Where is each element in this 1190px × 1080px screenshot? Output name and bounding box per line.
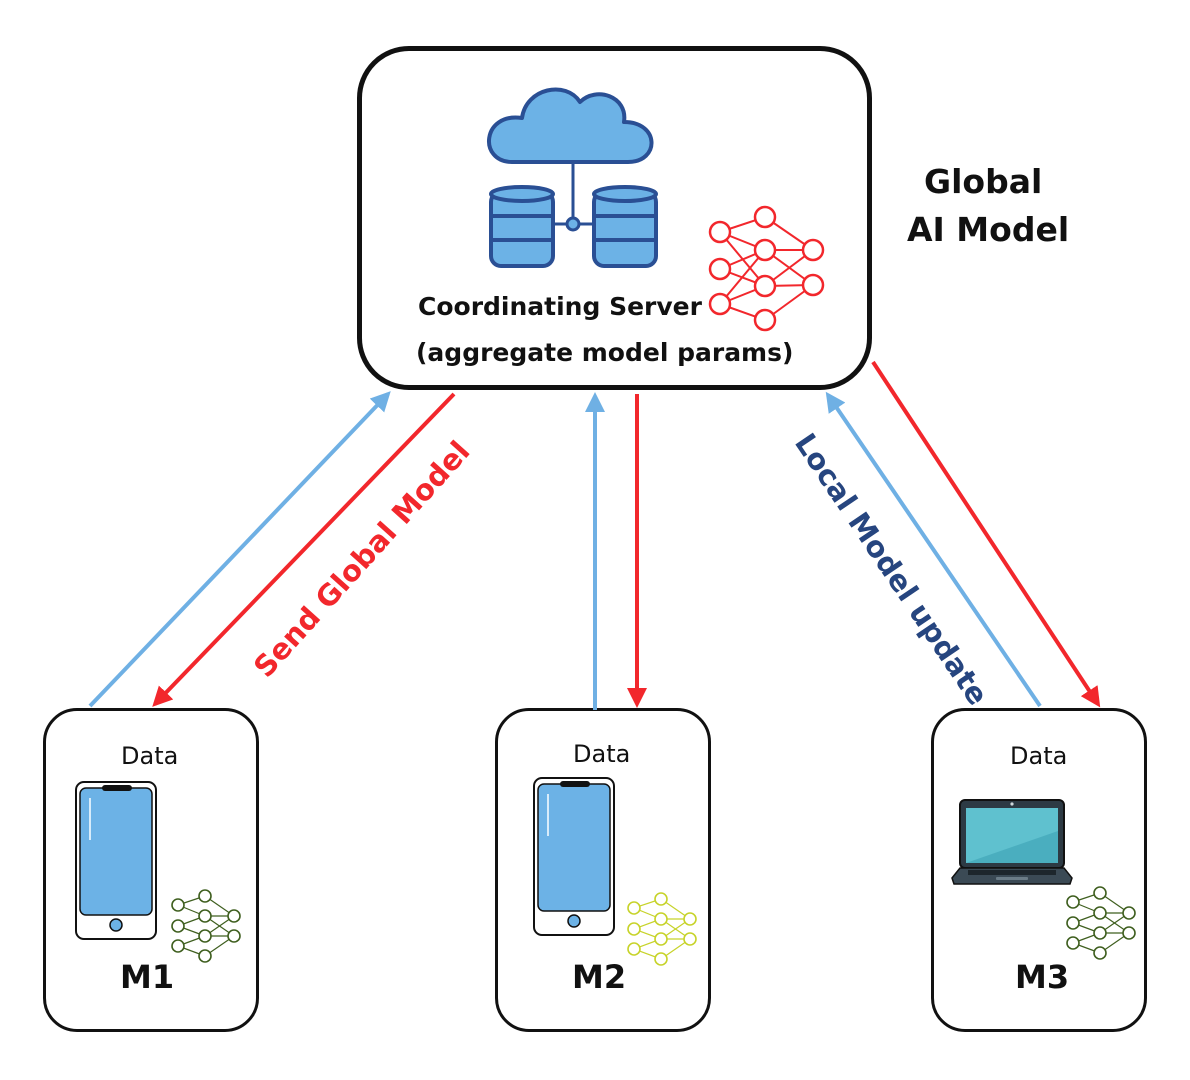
neural-network-icon bbox=[171, 889, 241, 963]
neural-network-icon bbox=[708, 205, 825, 332]
m3-data-label: Data bbox=[1010, 742, 1068, 770]
arrow-send-m1 bbox=[152, 392, 456, 707]
m2-data-label: Data bbox=[573, 740, 631, 768]
smartphone-icon bbox=[533, 777, 615, 936]
server-title: Coordinating Server bbox=[418, 292, 702, 321]
m2-device-name: M2 bbox=[572, 958, 627, 996]
m1-data-label: Data bbox=[121, 742, 179, 770]
arrow-m3-update bbox=[825, 391, 1042, 708]
smartphone-icon bbox=[75, 781, 157, 940]
arrow-send-m3 bbox=[871, 360, 1101, 708]
neural-network-icon bbox=[1066, 886, 1136, 960]
global-model-line2: AI Model bbox=[907, 210, 1070, 249]
m1-device-name: M1 bbox=[120, 958, 175, 996]
neural-network-icon bbox=[627, 892, 697, 966]
arrow-m1-update bbox=[88, 391, 391, 708]
laptop-icon bbox=[951, 799, 1073, 885]
m3-device-name: M3 bbox=[1015, 958, 1070, 996]
cloud-database-icon bbox=[487, 87, 658, 268]
global-model-line1: Global bbox=[924, 162, 1043, 201]
server-subtitle: (aggregate model params) bbox=[416, 338, 794, 367]
